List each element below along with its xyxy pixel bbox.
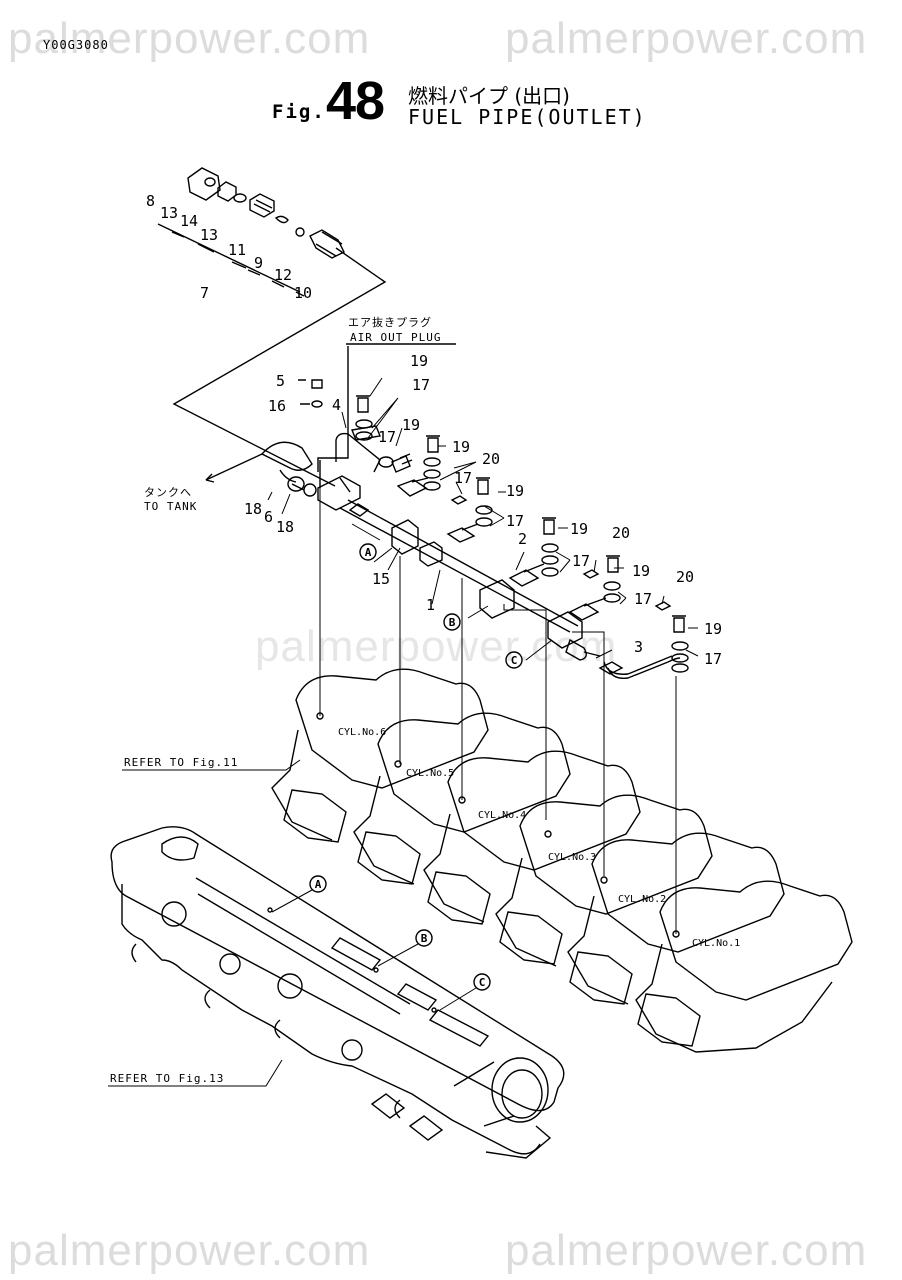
reference-c: C [511,654,518,667]
refer-fig11-label: REFER TO Fig.11 [124,756,238,769]
part-number-3: 3 [634,638,643,656]
figure-title-japanese: 燃料パイプ (出口) [408,84,570,108]
part-number-2: 2 [518,530,527,548]
part-number-19: 19 [410,352,428,370]
reference-a: A [365,546,372,559]
cylinder-2-label: CYL.No.2 [618,894,666,905]
part-number-17: 17 [412,376,430,394]
part-number-19: 19 [632,562,650,580]
cylinder-3-label: CYL.No.3 [548,852,596,863]
banjo-bolt-stacks [351,395,689,675]
watermark-bottom-right: palmerpower.com [505,1226,868,1275]
part-number-19: 19 [452,438,470,456]
refer-fig13-leader [108,1059,283,1087]
refer-fig11-leader [122,759,301,771]
figure-prefix: Fig. [272,101,326,123]
main-fuel-rail [339,499,601,661]
part-number-1: 1 [426,596,435,614]
part-number-13: 13 [200,226,218,244]
air-out-plug-label-jp: エア抜きプラグ [348,315,432,329]
watermark-top-left: palmerpower.com [8,14,371,63]
part-number-17: 17 [454,469,472,487]
part-number-19: 19 [506,482,524,500]
part-number-20: 20 [676,568,694,586]
part-number-20: 20 [482,450,500,468]
part-number-4: 4 [332,396,341,414]
watermark-bottom-left: palmerpower.com [8,1226,371,1275]
part-number-17: 17 [506,512,524,530]
reference-a-manifold: A [315,878,322,891]
part-number-17: 17 [378,428,396,446]
refer-fig13-label: REFER TO Fig.13 [110,1072,224,1085]
reference-c-manifold: C [479,976,486,989]
reference-b: B [449,616,456,629]
part-number-16: 16 [268,397,286,415]
part-number-6: 6 [264,508,273,526]
part-number-7: 7 [200,284,209,302]
air-out-plug-label: AIR OUT PLUG [350,331,441,344]
part-number-8: 8 [146,192,155,210]
part-number-17: 17 [572,552,590,570]
air-out-plug-assembly [205,343,456,511]
reference-markers [271,543,523,1011]
watermark-top-right: palmerpower.com [505,14,868,63]
reference-b-manifold: B [421,932,428,945]
part-number-13: 13 [160,204,178,222]
figure-number: 48 [326,71,385,131]
cylinder-6-label: CYL.No.6 [338,727,386,738]
part-number-14: 14 [180,212,198,230]
document-code: Y00G3080 [43,38,109,52]
part-number-17: 17 [704,650,722,668]
part-number-15: 15 [372,570,390,588]
part-number-5: 5 [276,372,285,390]
cylinder-4-label: CYL.No.4 [478,810,526,821]
pipe-4 [335,432,381,473]
part-number-19: 19 [402,416,420,434]
leader-lines [267,377,699,934]
intake-manifold [110,826,565,1159]
part-number-9: 9 [254,254,263,272]
part-number-18: 18 [276,518,294,536]
fitting-exploded-view [157,167,387,487]
part-number-19: 19 [704,620,722,638]
cylinder-1-label: CYL.No.1 [692,938,740,949]
figure-title-english: FUEL PIPE(OUTLET) [408,105,647,129]
watermark-center: palmerpower.com [255,622,618,671]
part-number-19: 19 [570,520,588,538]
cylinder-5-label: CYL.No.5 [406,768,454,779]
pipe-3 [603,655,681,679]
cylinder-heads [271,668,853,1053]
part-number-10: 10 [294,284,312,302]
part-number-11: 11 [228,241,246,259]
part-number-12: 12 [274,266,292,284]
to-tank-label-jp: タンクへ [144,486,192,499]
to-tank-label: TO TANK [144,500,197,513]
part-number-18: 18 [244,500,262,518]
part-number-17: 17 [634,590,652,608]
part-number-20: 20 [612,524,630,542]
